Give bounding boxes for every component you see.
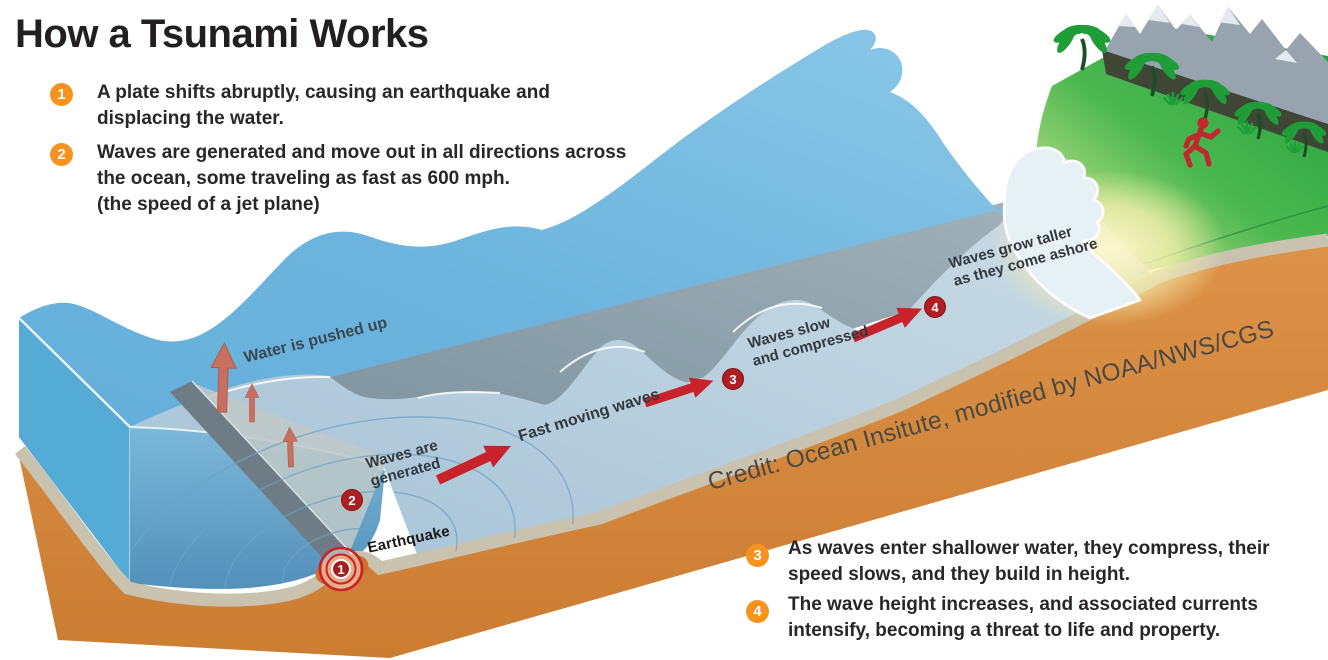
sea-surface <box>130 157 1158 563</box>
mountains <box>1104 5 1328 128</box>
wave-foam <box>1002 146 1142 320</box>
cliff-edge <box>1102 50 1328 152</box>
wave-back-face <box>330 180 1125 470</box>
running-person-icon <box>1182 117 1221 168</box>
